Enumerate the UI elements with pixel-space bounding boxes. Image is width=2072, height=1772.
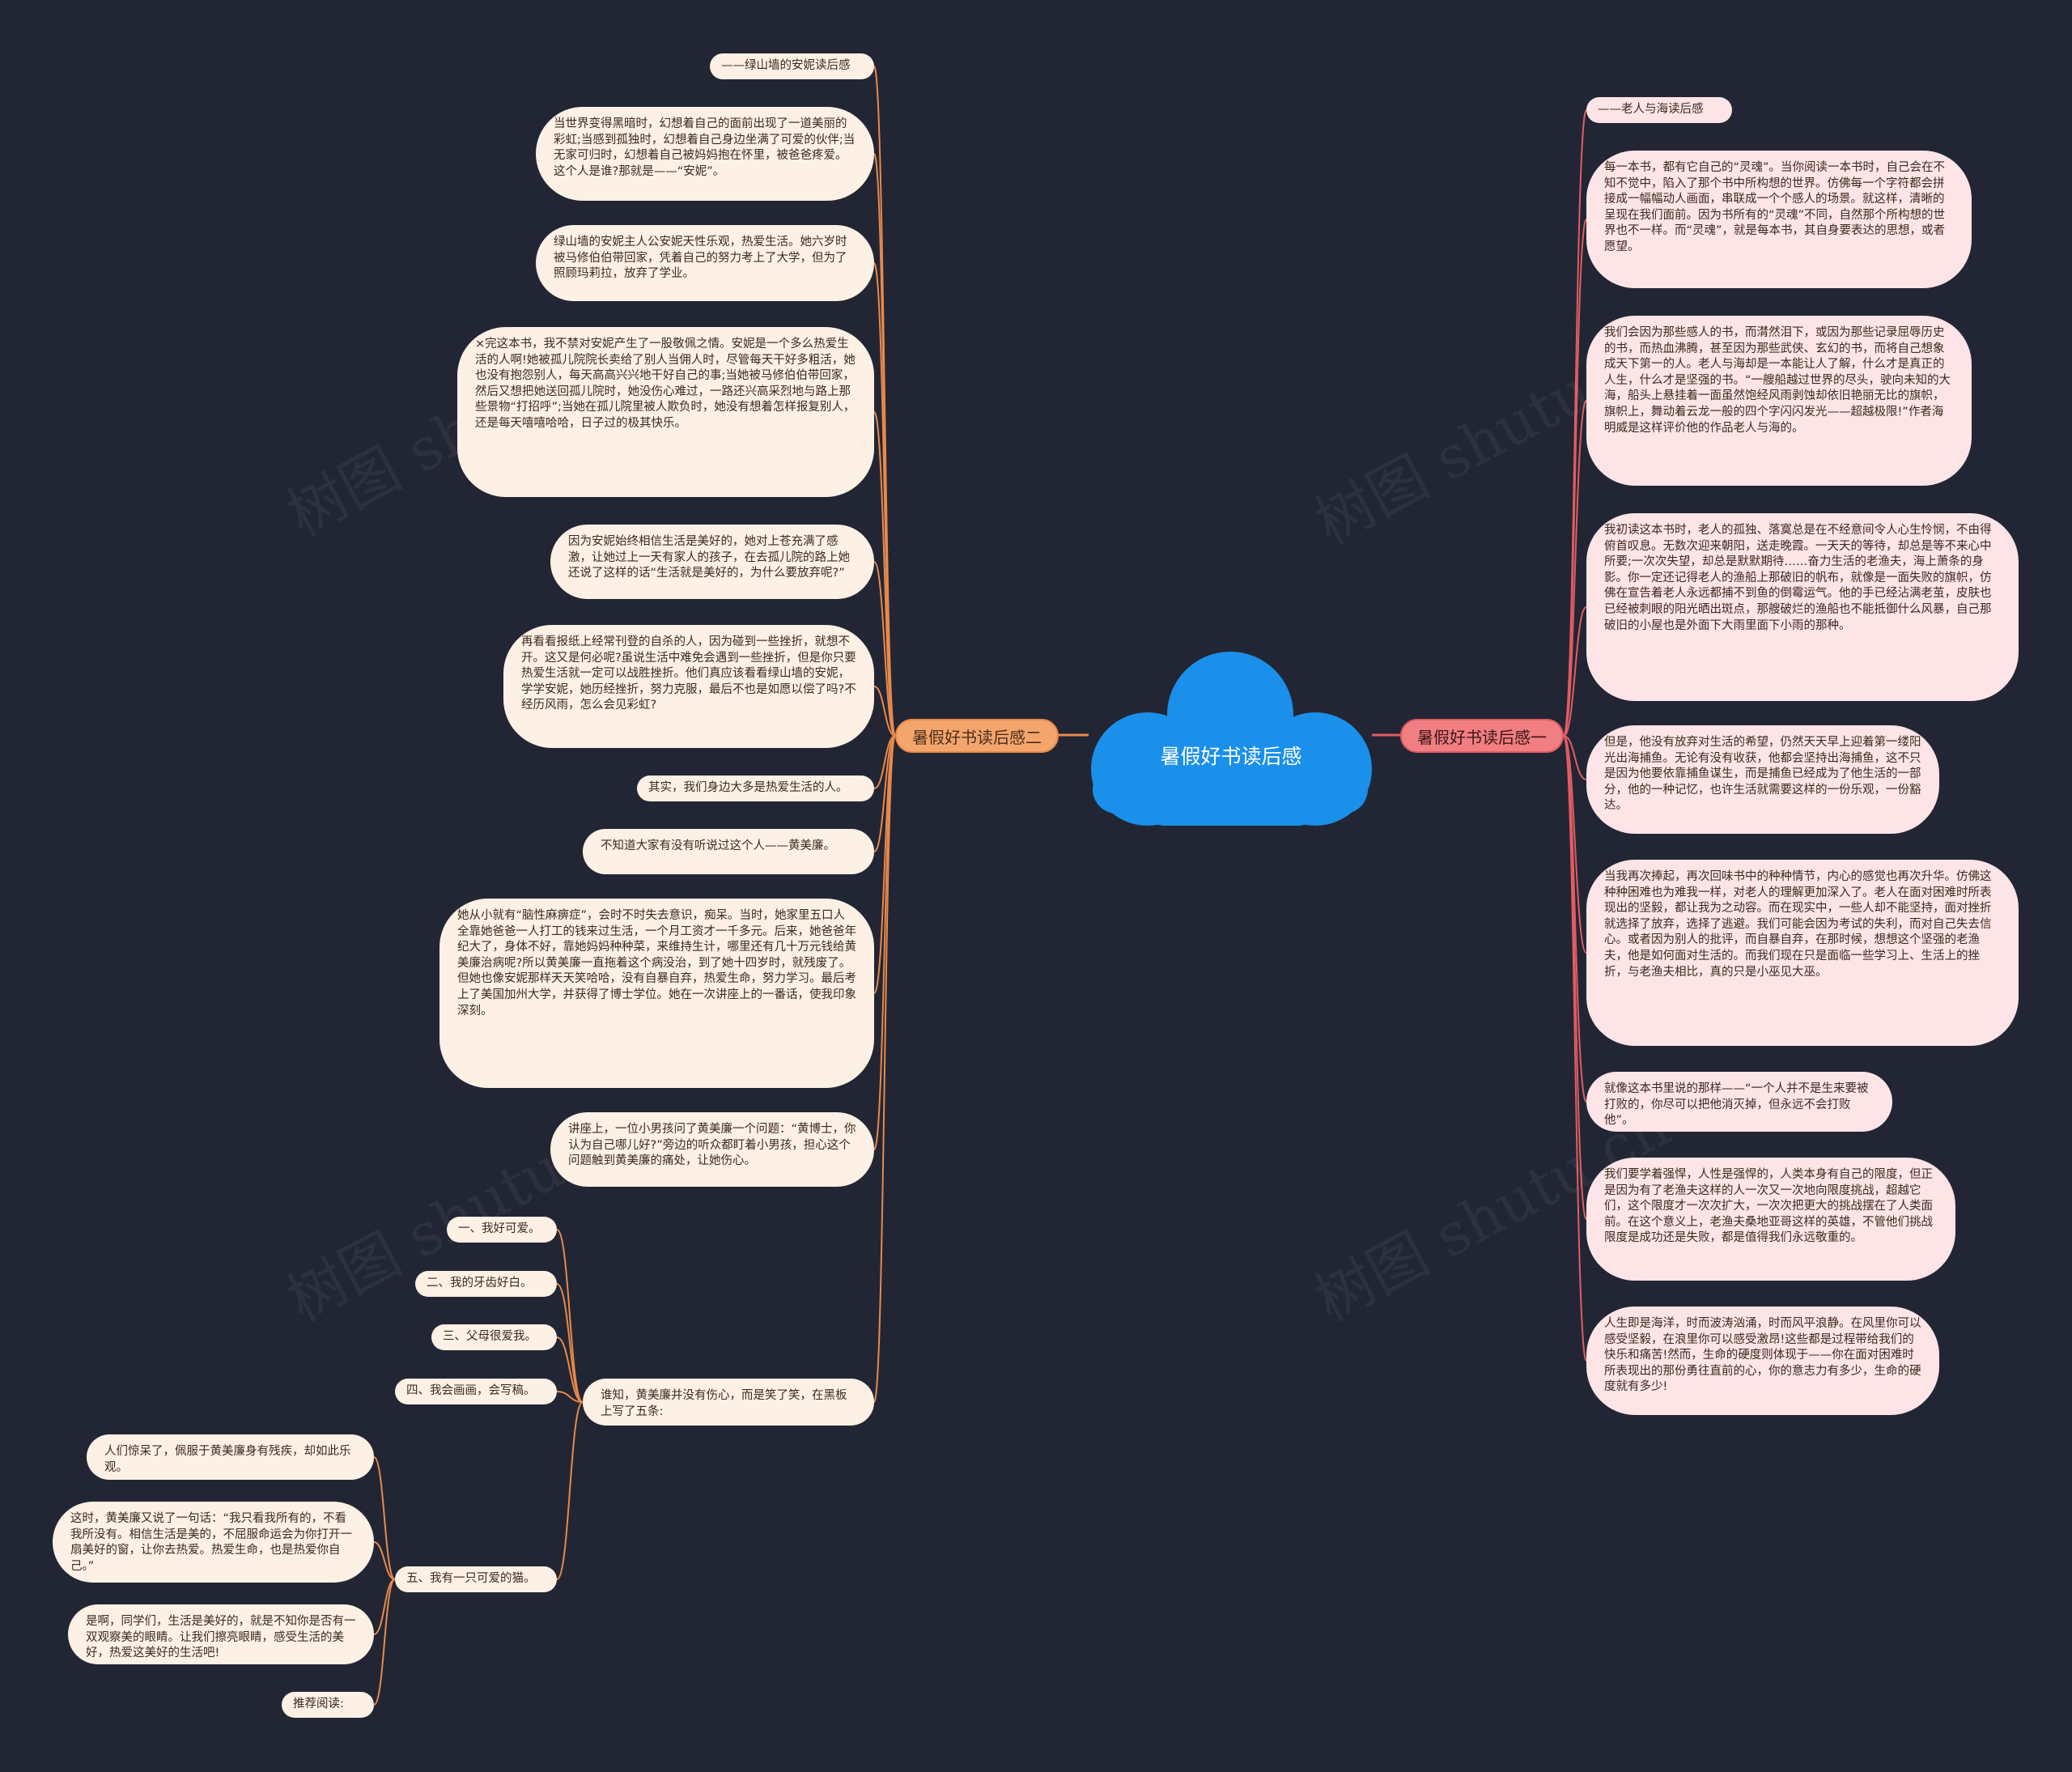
left-node[interactable]: 再看看报纸上经常刊登的自杀的人，因为碰到一些挫折，就想不开。这又是何必呢?虽说生…: [503, 625, 874, 748]
connector: [873, 735, 896, 994]
left-node[interactable]: 因为安妮始终相信生活是美好的，她对上苍充满了感激，让她过上一天有家人的孩子，在去…: [550, 525, 874, 599]
connector: [556, 1401, 584, 1580]
right-node[interactable]: 我初读这本书时，老人的孤独、落寞总是在不经意间令人心生怜悯，不由得俯首叹息。无数…: [1586, 513, 2019, 701]
five-item[interactable]: 三、父母很爱我。: [431, 1324, 557, 1350]
left-node[interactable]: 她从小就有“脑性麻痹症”，会时不时失去意识，痴呆。当时，她家里五口人全靠她爸爸一…: [439, 899, 874, 1088]
cat-child[interactable]: 这时，黄美廉又说了一句话：“我只看我所有的，不看我所没有。相信生活是美的，不屈服…: [53, 1502, 374, 1583]
connector: [873, 411, 896, 737]
left-node[interactable]: 不知道大家有没有听说过这个人——黄美廉。: [583, 829, 874, 874]
right-node[interactable]: 人生即是海洋，时而波涛汹涌，时而风平浪静。在风里你可以感受坚毅，在浪里你可以感受…: [1586, 1307, 1939, 1415]
connector: [1563, 735, 1587, 780]
connector: [1563, 219, 1587, 737]
left-node[interactable]: 其实，我们身边大多是热爱生活的人。: [637, 776, 874, 801]
connector: [556, 1283, 584, 1403]
connector: [556, 1391, 584, 1403]
right-node-title[interactable]: ——老人与海读后感: [1586, 97, 1732, 123]
left-node-title[interactable]: ——绿山墙的安妮读后感: [710, 53, 874, 79]
connector: [873, 735, 896, 1150]
right-node[interactable]: 我们要学着强悍，人性是强悍的，人类本身有自己的限度，但正是因为有了老渔夫这样的人…: [1586, 1158, 1955, 1281]
connector: [1563, 606, 1587, 737]
five-item[interactable]: 四、我会画画，会写稿。: [395, 1379, 557, 1404]
branch-right[interactable]: 暑假好书读后感一: [1400, 719, 1564, 753]
connector: [873, 735, 896, 789]
right-node[interactable]: 但是，他没有放弃对生活的希望，仍然天天早上迎着第一缕阳光出海捕鱼。无论有没有收获…: [1586, 725, 1939, 834]
connector: [556, 1336, 584, 1403]
left-node-five[interactable]: 谁知，黄美廉并没有伤心，而是笑了笑，在黑板上写了五条:: [583, 1379, 874, 1426]
right-node[interactable]: 就像这本书里说的那样——“一个人并不是生来要被打败的，你尽可以把他消灭掉，但永远…: [1586, 1072, 1892, 1132]
left-node[interactable]: 当世界变得黑暗时，幻想着自己的面前出现了一道美丽的彩虹;当感到孤独时，幻想着自己…: [536, 107, 874, 201]
connector: [373, 1579, 396, 1635]
five-item-cat[interactable]: 五、我有一只可爱的猫。: [395, 1566, 557, 1592]
right-node[interactable]: 每一本书，都有它自己的“灵魂”。当你阅读一本书时，自己会在不知不觉中，陷入了那个…: [1586, 151, 1972, 288]
cat-child-recommend[interactable]: 推荐阅读:: [282, 1692, 374, 1718]
cat-child[interactable]: 人们惊呆了，佩服于黄美廉身有残疾，却如此乐观。: [87, 1434, 374, 1480]
right-node[interactable]: 我们会因为那些感人的书，而潸然泪下，或因为那些记录屈辱历史的书，而热血沸腾，甚至…: [1586, 316, 1972, 486]
right-node[interactable]: 当我再次捧起，再次回味书中的种种情节，内心的感觉也再次升华。仿佛这种种困难也为难…: [1586, 860, 2019, 1046]
center-title: 暑假好书读后感: [1160, 745, 1302, 768]
left-node[interactable]: ×完这本书，我不禁对安妮产生了一股敬佩之情。安妮是一个多么热爱生活的人啊!她被孤…: [457, 327, 874, 497]
connector: [373, 1579, 396, 1706]
left-node[interactable]: 讲座上，一位小男孩问了黄美廉一个问题：“黄博士，你认为自己哪儿好?”旁边的听众都…: [550, 1112, 874, 1187]
connector: [873, 561, 896, 737]
five-item[interactable]: 二、我的牙齿好白。: [415, 1271, 557, 1297]
connector: [1563, 400, 1587, 737]
connector: [1563, 735, 1587, 1362]
cat-child[interactable]: 是啊，同学们，生活是美好的，就是不知你是否有一双观察美的眼睛。让我们擦亮眼睛，感…: [68, 1604, 374, 1664]
connector: [873, 686, 896, 737]
five-item[interactable]: 一、我好可爱。: [447, 1217, 557, 1243]
connector: [873, 735, 896, 1403]
left-node[interactable]: 绿山墙的安妮主人公安妮天性乐观，热爱生活。她六岁时被马修伯伯带回家，凭着自己的努…: [536, 225, 874, 301]
connector: [556, 1229, 584, 1403]
connector: [373, 1456, 396, 1580]
connector: [873, 735, 896, 852]
branch-left[interactable]: 暑假好书读后感二: [895, 719, 1059, 753]
connector: [873, 262, 896, 737]
connector: [373, 1541, 396, 1580]
connector: [1563, 735, 1587, 954]
center-cloud[interactable]: [1076, 644, 1384, 830]
